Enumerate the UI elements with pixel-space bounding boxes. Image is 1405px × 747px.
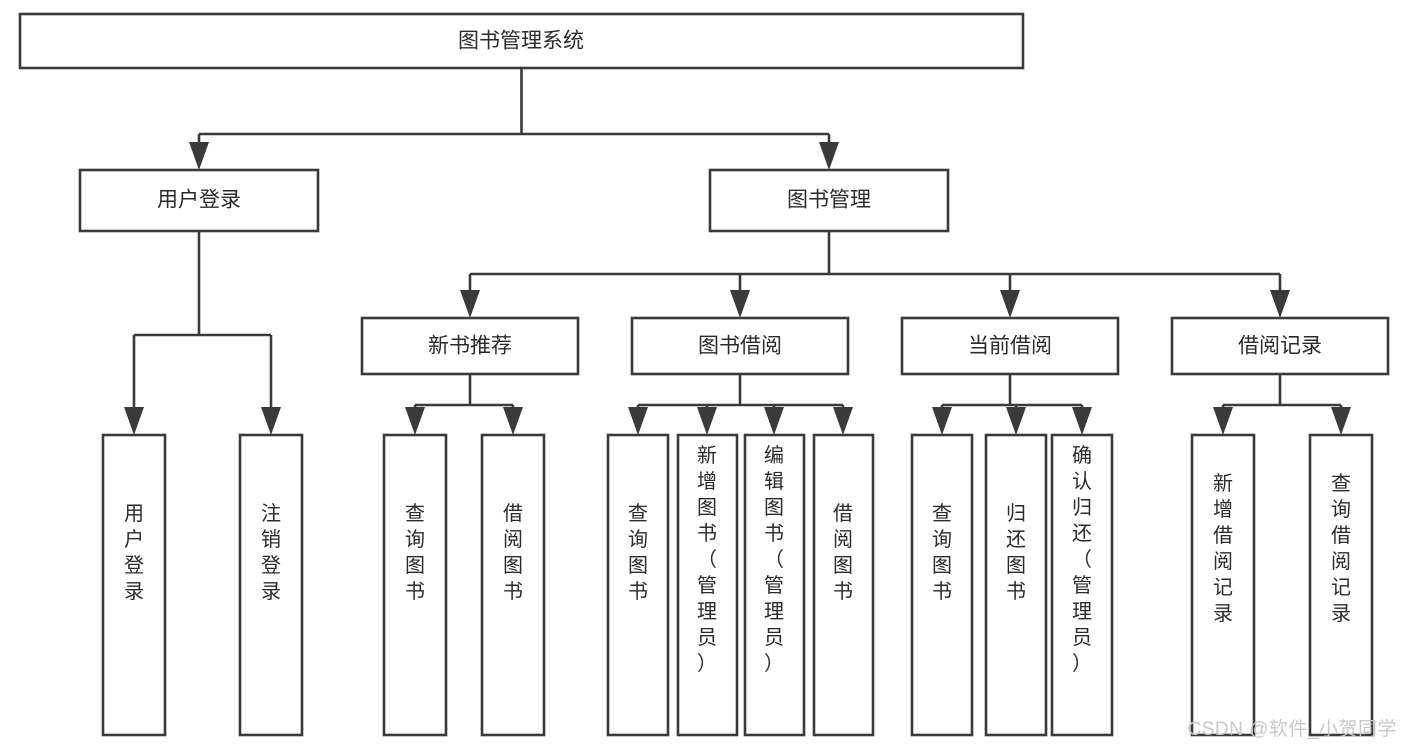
leaf-label-nb-query-book: 查询图书 bbox=[405, 502, 425, 603]
current-borrow-label: 当前借阅 bbox=[968, 335, 1052, 358]
leaf-node[interactable]: 新增图书（管理员） bbox=[676, 433, 739, 737]
arrow-head-br-leaf-1 bbox=[1213, 407, 1233, 435]
leaf-box-nb-borrow-book[interactable] bbox=[480, 433, 546, 737]
node-book-management[interactable]: 图书管理 bbox=[708, 168, 950, 233]
leaf-box-bb-borrow-book[interactable] bbox=[812, 433, 875, 737]
book-management-box[interactable] bbox=[708, 168, 950, 233]
root-label: 图书管理系统 bbox=[458, 30, 584, 53]
arrow-head-bb-leaf-2 bbox=[697, 407, 717, 435]
arrow-head-cb-leaf-2 bbox=[1006, 407, 1026, 435]
node-book-borrow[interactable]: 图书借阅 bbox=[630, 316, 850, 376]
leaf-box-bb-edit-book[interactable] bbox=[743, 433, 806, 737]
leaf-label-nb-borrow-book: 借阅图书 bbox=[503, 502, 523, 603]
arrow-head-leaf-user-login bbox=[124, 407, 144, 435]
user-login-box[interactable] bbox=[78, 168, 320, 233]
leaf-node[interactable]: 查询图书 bbox=[382, 433, 448, 737]
leaf-label-br-add-record: 新增借阅记录 bbox=[1213, 472, 1233, 625]
leaf-box-user-login[interactable] bbox=[101, 433, 167, 737]
leaf-label-bb-edit-book: 编辑图书（管理员） bbox=[764, 444, 784, 675]
book-management-label: 图书管理 bbox=[787, 189, 871, 212]
arrow-head-new-book bbox=[460, 290, 480, 318]
root-box[interactable] bbox=[18, 12, 1025, 70]
user-login-label: 用户登录 bbox=[157, 189, 241, 212]
leaf-node[interactable]: 确认归还（管理员） bbox=[1050, 433, 1114, 737]
leaf-box-br-add-record[interactable] bbox=[1190, 433, 1256, 737]
leaf-node[interactable]: 借阅图书 bbox=[812, 433, 875, 737]
leaf-node[interactable]: 新增借阅记录 bbox=[1190, 433, 1256, 737]
arrow-head-nb-leaf-2 bbox=[503, 407, 523, 435]
leaf-label-cb-query-book: 查询图书 bbox=[932, 502, 952, 603]
leaf-node[interactable]: 查询图书 bbox=[606, 433, 670, 737]
arrow-head-bb-leaf-4 bbox=[833, 407, 853, 435]
leaf-node[interactable]: 注销登录 bbox=[238, 433, 304, 737]
leaf-box-bb-add-book[interactable] bbox=[676, 433, 739, 737]
borrow-record-label: 借阅记录 bbox=[1238, 335, 1322, 358]
leaf-node[interactable]: 借阅图书 bbox=[480, 433, 546, 737]
watermark-text: CSDN @软件_小贺同学 bbox=[1187, 719, 1397, 740]
current-borrow-box[interactable] bbox=[900, 316, 1120, 376]
arrow-head-bb-leaf-1 bbox=[628, 407, 648, 435]
leaf-label-cb-return-book: 归还图书 bbox=[1006, 502, 1026, 603]
leaf-node[interactable]: 查询借阅记录 bbox=[1308, 433, 1374, 737]
arrow-head-book-borrow bbox=[730, 290, 750, 318]
leaf-node[interactable]: 编辑图书（管理员） bbox=[743, 433, 806, 737]
node-user-login[interactable]: 用户登录 bbox=[78, 168, 320, 233]
arrow-head-cb-leaf-1 bbox=[932, 407, 952, 435]
leaf-label-bb-borrow-book: 借阅图书 bbox=[833, 502, 853, 603]
leaf-label-br-query-record: 查询借阅记录 bbox=[1331, 472, 1351, 625]
arrow-head-current-borrow bbox=[1000, 290, 1020, 318]
node-new-book-recommend[interactable]: 新书推荐 bbox=[360, 316, 580, 376]
leaf-node[interactable]: 查询图书 bbox=[910, 433, 974, 737]
leaf-box-logout[interactable] bbox=[238, 433, 304, 737]
arrow-head-leaf-logout bbox=[261, 407, 281, 435]
leaf-label-bb-query-book: 查询图书 bbox=[628, 502, 648, 603]
new-book-recommend-box[interactable] bbox=[360, 316, 580, 376]
arrow-head-borrow-record bbox=[1270, 290, 1290, 318]
arrow-head-br-leaf-2 bbox=[1331, 407, 1351, 435]
node-root[interactable]: 图书管理系统 bbox=[18, 12, 1025, 70]
leaf-box-bb-query-book[interactable] bbox=[606, 433, 670, 737]
arrow-head-cb-leaf-3 bbox=[1072, 407, 1092, 435]
leaf-node[interactable]: 归还图书 bbox=[984, 433, 1048, 737]
leaf-box-cb-confirm-return[interactable] bbox=[1050, 433, 1114, 737]
book-borrow-label: 图书借阅 bbox=[698, 335, 782, 358]
node-current-borrow[interactable]: 当前借阅 bbox=[900, 316, 1120, 376]
leaf-node[interactable]: 用户登录 bbox=[101, 433, 167, 737]
node-borrow-record[interactable]: 借阅记录 bbox=[1170, 316, 1390, 376]
arrow-head-user-login bbox=[189, 142, 209, 170]
leaf-label-user-login: 用户登录 bbox=[124, 503, 144, 603]
leaf-box-nb-query-book[interactable] bbox=[382, 433, 448, 737]
borrow-record-box[interactable] bbox=[1170, 316, 1390, 376]
leaf-box-cb-query-book[interactable] bbox=[910, 433, 974, 737]
new-book-recommend-label: 新书推荐 bbox=[428, 335, 512, 358]
arrow-head-nb-leaf-1 bbox=[405, 407, 425, 435]
leaf-box-cb-return-book[interactable] bbox=[984, 433, 1048, 737]
leaf-label-bb-add-book: 新增图书（管理员） bbox=[697, 444, 717, 675]
arrow-head-book-mgmt bbox=[819, 142, 839, 170]
book-borrow-box[interactable] bbox=[630, 316, 850, 376]
connector-layer bbox=[124, 68, 1351, 435]
leaf-label-logout: 注销登录 bbox=[261, 502, 281, 603]
arrow-head-bb-leaf-3 bbox=[764, 407, 784, 435]
leaf-box-br-query-record[interactable] bbox=[1308, 433, 1374, 737]
leaf-label-cb-confirm-return: 确认归还（管理员） bbox=[1072, 444, 1092, 675]
